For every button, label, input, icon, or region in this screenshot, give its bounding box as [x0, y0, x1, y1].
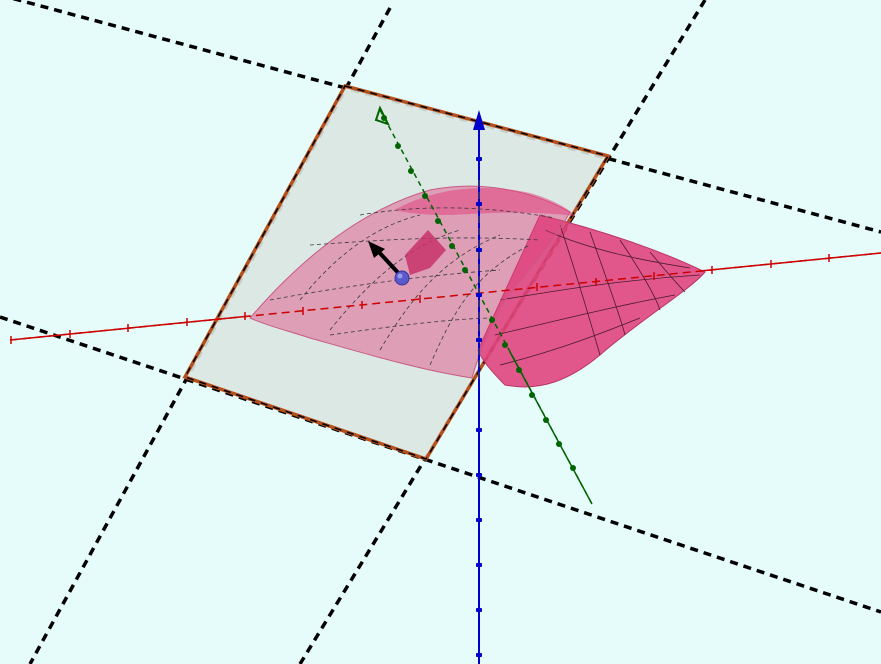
dashed-line-lower — [0, 315, 881, 614]
x-axis-ticks — [10, 254, 830, 344]
y-axis — [374, 105, 593, 505]
surface-mesh-right — [494, 224, 701, 366]
tangent-plane-edge-dashes — [183, 85, 610, 460]
surface-top-cap — [395, 188, 575, 216]
z-axis-ticks — [476, 157, 482, 657]
dashed-line-left — [28, 7, 392, 664]
x-axis — [9, 252, 881, 344]
dashed-line-upper — [11, 0, 881, 234]
surface-right-part[interactable] — [477, 214, 706, 388]
tangent-point-highlight — [397, 273, 403, 279]
tangent-point[interactable] — [394, 270, 410, 286]
dashed-line-right — [298, 0, 707, 664]
z-axis-arrowhead — [473, 110, 485, 130]
z-axis — [473, 110, 485, 664]
surface-front-part[interactable] — [249, 185, 571, 379]
normal-vector-arrowhead — [368, 241, 385, 258]
y-axis-ticks — [381, 115, 576, 471]
surface-patch — [405, 230, 446, 275]
